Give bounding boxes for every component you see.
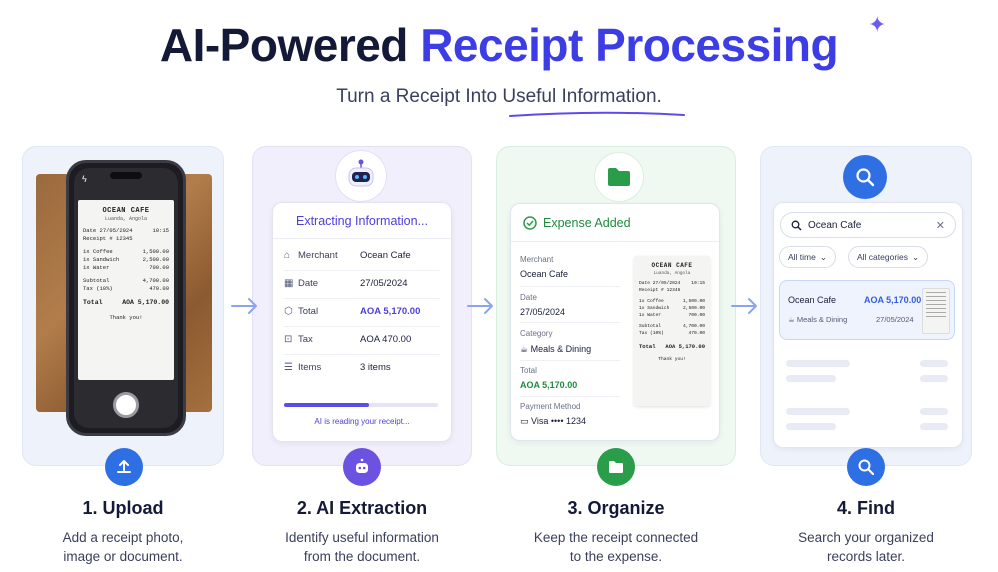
folder-icon	[594, 152, 644, 202]
skeleton-row	[786, 423, 836, 430]
store-icon: ⌂	[284, 250, 291, 261]
phone-notch	[110, 172, 142, 179]
meal-icon: ☕	[520, 344, 529, 354]
calendar-icon: ▦	[284, 278, 294, 289]
result-date: 27/05/2024	[876, 315, 914, 324]
receipt-photo: OCEAN CAFE Luanda, Angola Date 27/05/202…	[78, 200, 174, 380]
progress-fill	[284, 403, 369, 407]
flash-icon[interactable]: ϟ	[82, 174, 87, 184]
skeleton-row	[786, 360, 850, 367]
skeleton-row	[920, 375, 948, 382]
upload-icon[interactable]	[105, 448, 143, 486]
skeleton-row	[786, 408, 850, 415]
list-icon: ☰	[284, 362, 293, 373]
step-extraction-title: 2. AI Extraction	[296, 498, 428, 518]
skeleton-row	[920, 360, 948, 367]
search-icon	[791, 220, 802, 230]
filter-time[interactable]: All time⌄	[779, 246, 836, 268]
step-upload-desc: Add a receipt photo,image or document.	[62, 530, 184, 565]
chevron-down-icon: ⌄	[912, 251, 920, 262]
receipt-merchant: OCEAN CAFE	[102, 207, 150, 215]
total-label: Total	[520, 366, 537, 375]
payment-value: ▭ Visa •••• 1234	[520, 416, 587, 426]
close-icon[interactable]: ✕	[935, 219, 945, 232]
receipt-number: Receipt # 12345	[83, 235, 133, 243]
step-organize-title: 3. Organize	[567, 498, 665, 518]
extraction-progress	[284, 403, 438, 407]
payment-label: Payment Method	[520, 402, 581, 411]
merchant-value: Ocean Cafe	[520, 269, 569, 279]
total-value: AOA 5,170.00	[520, 380, 578, 390]
receipt-attachment[interactable]: OCEAN CAFE Luanda, Angola Date 27/05/202…	[634, 256, 710, 406]
robot-icon	[335, 150, 387, 202]
search-icon[interactable]	[847, 448, 885, 486]
extraction-heading: Extracting Information...	[273, 203, 451, 239]
filter-category[interactable]: All categories⌄	[848, 246, 929, 268]
date-label: Date	[520, 293, 537, 302]
date-value: 27/05/2024	[520, 307, 566, 317]
extraction-card: Extracting Information...	[272, 202, 452, 442]
search-icon	[843, 155, 887, 199]
category-label: Category	[520, 329, 553, 338]
money-icon: ⬡	[284, 306, 293, 317]
receipt-thanks: Thank you!	[109, 313, 143, 321]
step-find-title: 4. Find	[837, 498, 895, 518]
search-query: Ocean Cafe	[808, 219, 862, 231]
category-value: ☕ Meals & Dining	[520, 344, 592, 354]
phone-screen: ϟ OCEAN CAFE Luanda, Angola Date 27/05/2…	[74, 168, 178, 428]
title-main: AI-Powered	[159, 19, 421, 71]
extraction-status: AI is reading your receipt...	[314, 417, 410, 426]
check-circle-icon	[523, 215, 537, 230]
arrow-right-icon	[731, 298, 757, 314]
arrow-right-icon	[467, 298, 493, 314]
expense-heading: Expense Added	[511, 204, 719, 242]
result-category: ☕ Meals & Dining	[788, 315, 848, 324]
meal-icon: ☕	[788, 315, 795, 324]
result-amount: AOA 5,170.00	[864, 295, 922, 305]
card-icon: ▭	[520, 416, 529, 426]
step-upload-title: 1. Upload	[82, 498, 164, 518]
phone-mockup: ϟ OCEAN CAFE Luanda, Angola Date 27/05/2…	[66, 160, 186, 436]
shutter-button[interactable]	[113, 392, 139, 418]
merchant-label: Merchant	[520, 255, 554, 264]
robot-icon	[343, 448, 381, 486]
receipt-thumbnail	[922, 288, 950, 334]
receipt-location: Luanda, Angola	[104, 216, 147, 223]
title-accent: Receipt Processing	[420, 19, 839, 71]
page-title: AI-Powered Receipt Processing	[0, 18, 998, 72]
sparkle-icon: ✦	[868, 12, 887, 37]
search-result-item[interactable]: Ocean Cafe AOA 5,170.00 ☕ Meals & Dining…	[779, 280, 955, 340]
skeleton-row	[920, 408, 948, 415]
skeleton-row	[920, 423, 948, 430]
result-merchant: Ocean Cafe	[788, 295, 837, 305]
tax-icon: ⊡	[284, 334, 293, 345]
receipt-tax: Tax (10%)470.00	[83, 285, 169, 293]
underline-swoosh	[509, 111, 685, 117]
arrow-right-icon	[231, 298, 257, 314]
skeleton-row	[786, 375, 836, 382]
folder-icon	[597, 448, 635, 486]
chevron-down-icon: ⌄	[819, 251, 827, 262]
page-subtitle: Turn a Receipt Into Useful Information.	[336, 86, 662, 107]
search-input[interactable]: Ocean Cafe ✕	[780, 212, 956, 238]
